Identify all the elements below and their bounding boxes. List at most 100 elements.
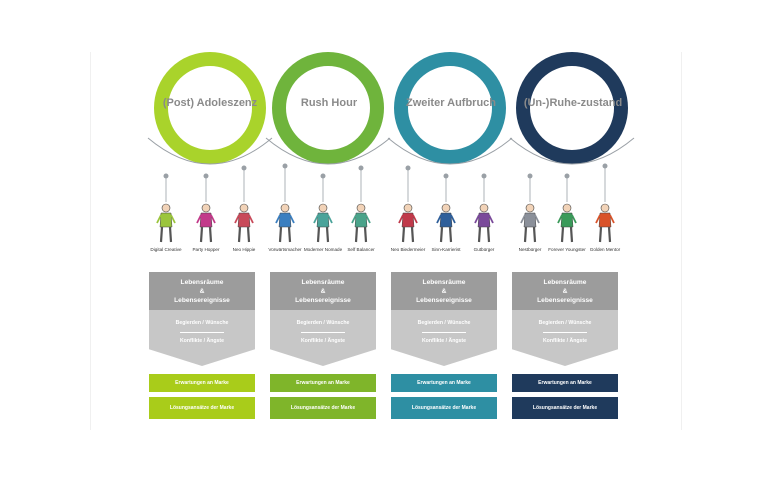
phase-title-4: (Un-)Ruhe-zustand	[523, 97, 623, 109]
phase-title-2: Rush Hour	[300, 97, 358, 109]
phase-column-1: Lebensräume & Lebensereignisse Begierden…	[149, 272, 255, 419]
persona-dot	[564, 173, 570, 179]
phase-title-3: Zweiter Aufbruch	[405, 97, 497, 109]
person-illustration-icon	[436, 203, 456, 243]
persona: Gutbürger	[460, 203, 508, 253]
life-spaces-box: Lebensräume & Lebensereignisse	[149, 272, 255, 310]
phase-arc-1	[147, 137, 273, 165]
life-spaces-box: Lebensräume & Lebensereignisse	[270, 272, 376, 310]
phase-title-1: (Post) Adoleszenz	[162, 97, 258, 109]
persona-dot	[241, 165, 247, 171]
phase-column-2: Lebensräume & Lebensereignisse Begierden…	[270, 272, 376, 419]
person-illustration-icon	[351, 203, 371, 243]
person-illustration-icon	[520, 203, 540, 243]
phase-loop-3	[394, 52, 506, 164]
persona-dot	[602, 163, 608, 169]
needs-divider	[180, 332, 224, 333]
expectation-band: Erwartungen an Marke	[270, 374, 376, 392]
needs-divider	[422, 332, 466, 333]
solution-band: Lösungsansätze der Marke	[391, 397, 497, 419]
life-spaces-box: Lebensräume & Lebensereignisse	[391, 272, 497, 310]
conflicts-label: Konflikte / Ängste	[542, 338, 588, 344]
life-events-label: Lebensereignisse	[174, 296, 230, 304]
life-spaces-label: Lebensräume	[543, 278, 587, 286]
solution-band: Lösungsansätze der Marke	[149, 397, 255, 419]
phase-loop-4	[516, 52, 628, 164]
persona-label: Neo Hippie	[232, 247, 256, 252]
life-spaces-box: Lebensräume & Lebensereignisse	[512, 272, 618, 310]
person-illustration-icon	[275, 203, 295, 243]
phase-column-4: Lebensräume & Lebensereignisse Begierden…	[512, 272, 618, 419]
person-illustration-icon	[313, 203, 333, 243]
persona-dot	[405, 165, 411, 171]
persona-label: Gutbürger	[473, 247, 495, 252]
ampersand-label: &	[320, 287, 326, 295]
persona: Moderner Nomade	[299, 203, 347, 253]
solution-band: Lösungsansätze der Marke	[270, 397, 376, 419]
expectation-band: Erwartungen an Marke	[512, 374, 618, 392]
expectation-band: Erwartungen an Marke	[391, 374, 497, 392]
persona-label: Forever Youngster	[548, 247, 586, 252]
ampersand-label: &	[441, 287, 447, 295]
life-events-label: Lebensereignisse	[537, 296, 593, 304]
persona-label: Moderner Nomade	[303, 247, 343, 252]
ampersand-label: &	[199, 287, 205, 295]
needs-divider	[301, 332, 345, 333]
persona-dot	[443, 173, 449, 179]
needs-label: Begierden / Wünsche	[296, 320, 350, 326]
solution-band: Lösungsansätze der Marke	[512, 397, 618, 419]
persona-label: Self Balancer	[347, 247, 375, 252]
persona: Nestbürger	[506, 203, 554, 253]
person-illustration-icon	[474, 203, 494, 243]
persona: Forever Youngster	[543, 203, 591, 253]
persona-label: Nestbürger	[518, 247, 542, 252]
persona-label: Digital Creative	[150, 247, 182, 252]
persona-dot	[203, 173, 209, 179]
phase-loop-2	[272, 52, 384, 164]
needs-divider	[543, 332, 587, 333]
persona-label: Golden Mentor	[589, 247, 621, 252]
conflicts-label: Konflikte / Ängste	[179, 338, 225, 344]
phase-arc-4	[509, 137, 635, 165]
persona-dot	[481, 173, 487, 179]
persona: Digital Creative	[142, 203, 190, 253]
persona-dot	[358, 165, 364, 171]
phase-arc-2	[265, 137, 391, 165]
persona-label: Sinn-Karrierist	[431, 247, 461, 252]
persona-label: Neo Biedermeier	[390, 247, 426, 252]
persona-dot	[163, 173, 169, 179]
persona: Neo Biedermeier	[384, 203, 432, 253]
ampersand-label: &	[562, 287, 568, 295]
needs-chevron: Begierden / Wünsche Konflikte / Ängste	[270, 310, 376, 366]
diagram-frame	[90, 52, 682, 430]
needs-chevron: Begierden / Wünsche Konflikte / Ängste	[149, 310, 255, 366]
phase-loop-1	[154, 52, 266, 164]
person-illustration-icon	[398, 203, 418, 243]
persona: Party Hopper	[182, 203, 230, 253]
persona: Sinn-Karrierist	[422, 203, 470, 253]
life-spaces-label: Lebensräume	[301, 278, 345, 286]
persona: Golden Mentor	[581, 203, 629, 253]
needs-label: Begierden / Wünsche	[175, 320, 229, 326]
conflicts-label: Konflikte / Ängste	[300, 338, 346, 344]
life-spaces-label: Lebensräume	[180, 278, 224, 286]
person-illustration-icon	[595, 203, 615, 243]
person-illustration-icon	[234, 203, 254, 243]
phase-column-3: Lebensräume & Lebensereignisse Begierden…	[391, 272, 497, 419]
needs-label: Begierden / Wünsche	[417, 320, 471, 326]
needs-chevron: Begierden / Wünsche Konflikte / Ängste	[512, 310, 618, 366]
life-events-label: Lebensereignisse	[295, 296, 351, 304]
persona: Self Balancer	[337, 203, 385, 253]
persona-label: Vorwärtsmacher	[268, 247, 302, 252]
persona-dot	[282, 163, 288, 169]
person-illustration-icon	[196, 203, 216, 243]
persona: Vorwärtsmacher	[261, 203, 309, 253]
needs-label: Begierden / Wünsche	[538, 320, 592, 326]
person-illustration-icon	[156, 203, 176, 243]
persona-label: Party Hopper	[192, 247, 220, 252]
persona-dot	[320, 173, 326, 179]
persona: Neo Hippie	[220, 203, 268, 253]
life-events-label: Lebensereignisse	[416, 296, 472, 304]
